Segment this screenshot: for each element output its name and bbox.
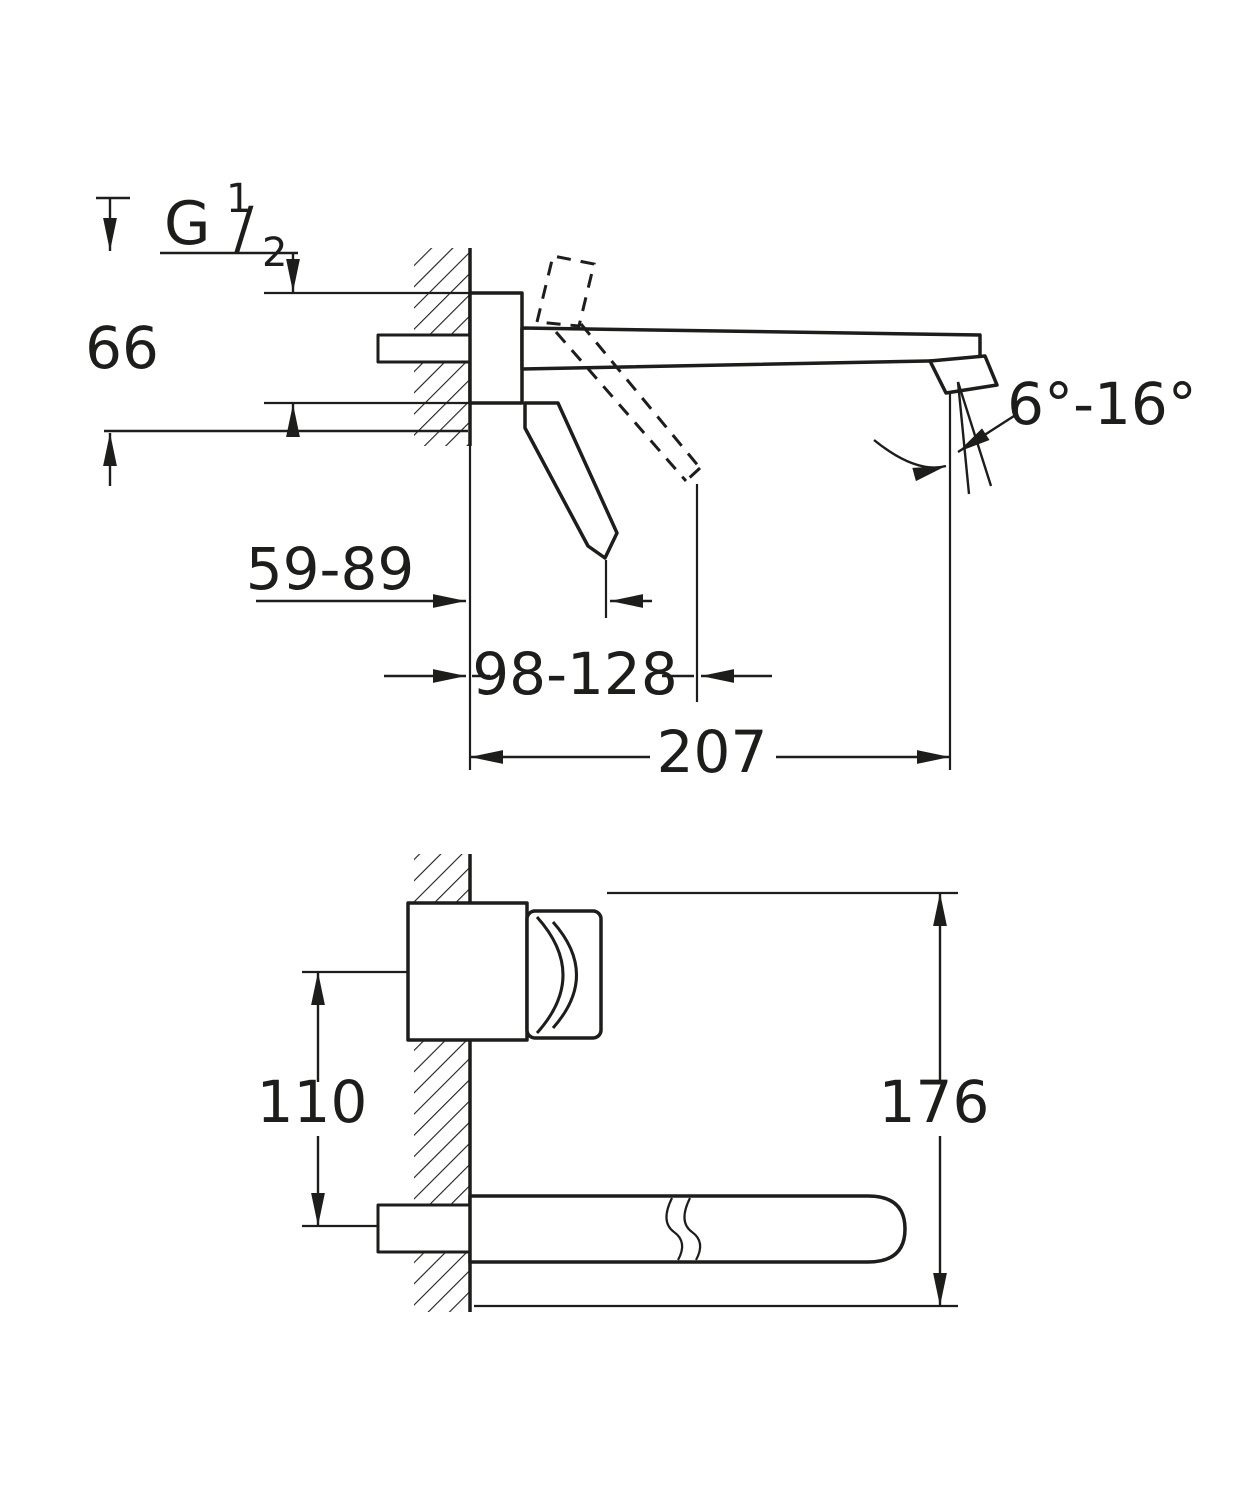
dim-66: 66	[85, 196, 470, 486]
lever-swing-dashed-upper	[579, 323, 702, 469]
break-mark-left	[665, 1197, 684, 1261]
angle-swing-arc	[873, 439, 947, 482]
lever-swing-dashed-tip	[684, 466, 702, 483]
inlet-connection-stub	[376, 333, 472, 364]
thread-label-slash: /	[234, 194, 254, 262]
dim-angle-label: 6°-16°	[1007, 370, 1197, 438]
spout-aerator-tip	[928, 354, 999, 395]
escutcheon-plate-front	[406, 901, 529, 1042]
dim-176: 176	[474, 891, 990, 1308]
dim-207: 207	[470, 392, 952, 786]
lever-raised-dashed	[535, 254, 596, 328]
break-mark-right	[683, 1197, 702, 1261]
dim-thread: G 1 / 2	[160, 176, 298, 276]
wall-section-side	[414, 248, 472, 770]
lever-curve-outer	[535, 915, 565, 1035]
front-view: 110 176	[257, 854, 990, 1312]
dim-59-89-label: 59-89	[246, 535, 415, 603]
spout-side	[520, 326, 982, 371]
dim-66-label: 66	[85, 314, 159, 382]
side-view: G 1 / 2 66 59-89	[85, 176, 1197, 786]
dim-110: 110	[257, 970, 408, 1228]
mixer-body-side	[376, 291, 999, 405]
lever-handle-side	[523, 401, 619, 560]
spout-front	[376, 1194, 907, 1264]
dim-176-label: 176	[879, 1068, 990, 1136]
spout-angle-indicator: 6°-16°	[873, 370, 1197, 495]
escutcheon-plate-side	[468, 291, 524, 405]
dim-98-128-label: 98-128	[472, 640, 677, 708]
handle-front	[406, 901, 603, 1042]
dim-98-128: 98-128	[384, 484, 772, 708]
angle-leader-line	[957, 414, 1015, 454]
lever-handle	[523, 401, 619, 560]
dim-59-89: 59-89	[246, 535, 652, 618]
lever-handle-alt-position-dashed	[535, 254, 702, 483]
dim-110-label: 110	[257, 1068, 368, 1136]
thread-label-base: G	[164, 189, 211, 259]
spout-inlet-stub-front	[376, 1203, 472, 1254]
thread-label-numerator: 1	[226, 176, 251, 222]
dim-207-label: 207	[657, 718, 768, 786]
lever-curve-inner	[551, 921, 578, 1029]
lever-swing-dashed-lower	[554, 331, 688, 482]
